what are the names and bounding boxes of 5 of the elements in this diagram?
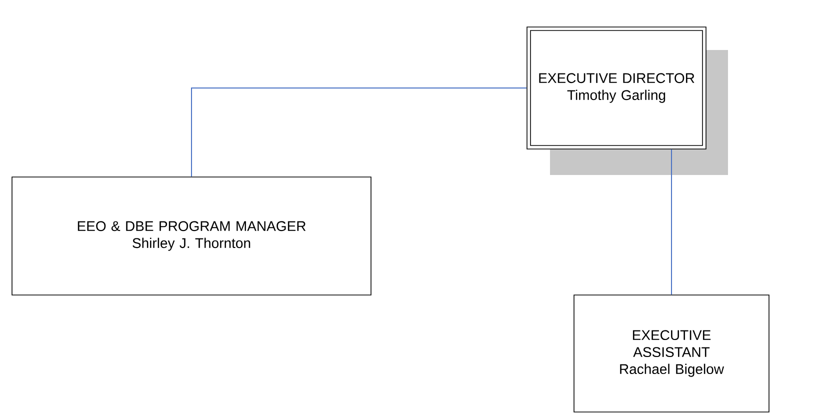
org-box: EEO & DBE PROGRAM MANAGER Shirley J. Thornton <box>12 176 372 296</box>
connector-line <box>191 88 528 178</box>
connector-line <box>671 148 672 296</box>
org-box: EXECUTIVE DIRECTOR Timothy Garling <box>526 26 728 175</box>
org-box: EXECUTIVE ASSISTANT Rachael Bigelow <box>574 294 770 412</box>
